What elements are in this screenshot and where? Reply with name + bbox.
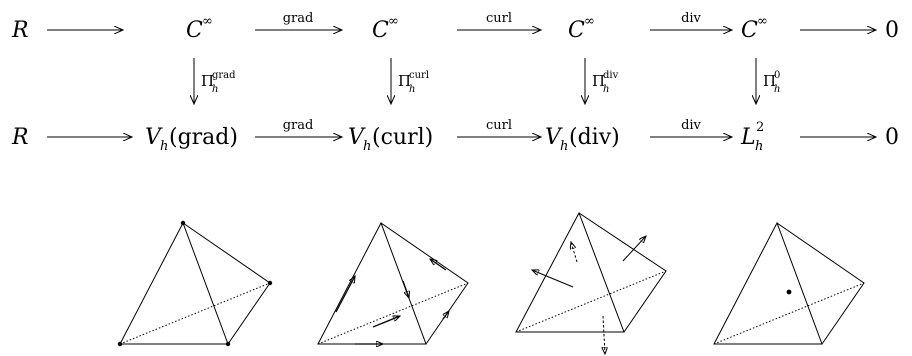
bottom-space-l2-base: L	[740, 125, 756, 150]
bottom-space-grad-base: V	[145, 125, 163, 150]
top-space-4-base: C	[741, 18, 758, 43]
top-space-1: C ∞	[186, 14, 213, 43]
top-arrow-grad-label: grad	[283, 11, 314, 26]
bottom-space-div-base: V	[545, 125, 563, 150]
top-space-2-sup: ∞	[388, 14, 399, 29]
bottom-space-grad-arg: (grad)	[169, 125, 238, 150]
top-space-3-base: C	[568, 18, 585, 43]
bottom-space-l2-sub: h	[755, 139, 763, 154]
projection-zero-symbol: Π	[763, 72, 776, 90]
bottom-space-curl: V h (curl)	[348, 125, 433, 154]
bottom-space-curl-base: V	[348, 125, 366, 150]
tetrahedron-interior-dof	[713, 221, 865, 345]
bottom-row-end: 0	[885, 125, 899, 150]
top-arrow-div-label: div	[681, 11, 701, 26]
top-space-2-base: C	[372, 18, 389, 43]
bottom-space-grad-sub: h	[160, 139, 168, 154]
top-space-1-sup: ∞	[202, 14, 213, 29]
projection-div: Π h div	[585, 58, 619, 104]
bottom-space-div-arg: (div)	[569, 125, 620, 150]
projections: Π h grad Π h curl Π h div Π h 0	[194, 58, 780, 104]
projection-zero-sup: 0	[774, 70, 780, 81]
bottom-row-start: R	[11, 125, 29, 150]
projection-div-sub: h	[603, 84, 609, 95]
projection-zero-sub: h	[774, 84, 780, 95]
tetrahedron-edge-dofs	[317, 221, 469, 344]
bottom-space-div-sub: h	[560, 139, 568, 154]
top-row-start: R	[11, 18, 29, 43]
top-row-end: 0	[885, 18, 899, 43]
projection-grad-symbol: Π	[201, 72, 214, 90]
bottom-space-grad: V h (grad)	[145, 125, 238, 154]
bottom-space-l2-sup: 2	[756, 120, 764, 135]
projection-grad: Π h grad	[194, 58, 236, 104]
projection-grad-sub: h	[212, 84, 218, 95]
bottom-arrow-div-label: div	[681, 118, 701, 133]
projection-div-sup: div	[603, 70, 619, 81]
bottom-space-curl-sub: h	[363, 139, 371, 154]
tetrahedron-vertex-dofs	[117, 220, 273, 347]
projection-curl: Π h curl	[391, 58, 429, 104]
top-space-3: C ∞	[568, 14, 595, 43]
top-arrow-curl-label: curl	[486, 11, 512, 26]
projection-grad-sup: grad	[212, 70, 236, 81]
top-space-1-base: C	[186, 18, 203, 43]
projection-curl-sub: h	[409, 84, 415, 95]
bottom-space-div: V h (div)	[545, 125, 620, 154]
bottom-row: R V h (grad) V h (curl) V h (div) L h 2 …	[11, 118, 899, 154]
top-space-4-sup: ∞	[757, 14, 768, 29]
projection-zero: Π h 0	[756, 58, 780, 104]
top-space-4: C ∞	[741, 14, 768, 43]
top-row: R C ∞ C ∞ C ∞ C ∞ 0 grad curl div	[11, 11, 899, 43]
projection-curl-symbol: Π	[398, 72, 411, 90]
top-space-2: C ∞	[372, 14, 399, 43]
bottom-arrow-curl-label: curl	[486, 118, 512, 133]
projection-div-symbol: Π	[592, 72, 605, 90]
bottom-space-l2: L h 2	[740, 120, 764, 154]
bottom-space-curl-arg: (curl)	[372, 125, 433, 150]
bottom-arrow-grad-label: grad	[283, 118, 314, 133]
projection-curl-sup: curl	[409, 70, 429, 81]
top-space-3-sup: ∞	[584, 14, 595, 29]
tetrahedron-face-dofs	[515, 211, 667, 354]
